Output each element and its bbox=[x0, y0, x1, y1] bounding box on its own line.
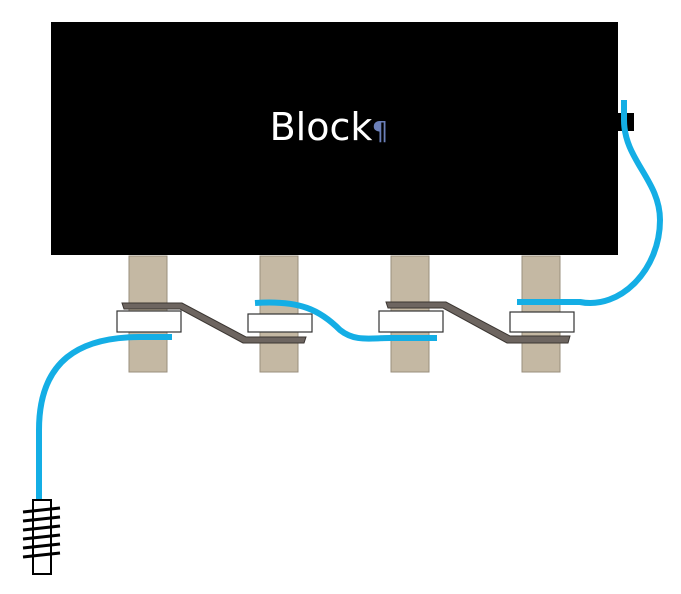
washer-1 bbox=[116, 310, 182, 333]
block-label: Block bbox=[270, 105, 373, 149]
washer-3 bbox=[378, 310, 444, 333]
washer-4 bbox=[509, 311, 575, 333]
pilcrow-mark: ¶ bbox=[372, 117, 389, 147]
wire-segment-2 bbox=[254, 299, 437, 342]
wire bbox=[36, 334, 172, 505]
strap-2 bbox=[385, 301, 571, 344]
spring-coil-icon bbox=[22, 506, 61, 559]
strap-1 bbox=[121, 302, 307, 344]
block-body bbox=[51, 22, 618, 255]
washer-2 bbox=[247, 313, 313, 333]
wire-segment-3 bbox=[517, 100, 664, 307]
